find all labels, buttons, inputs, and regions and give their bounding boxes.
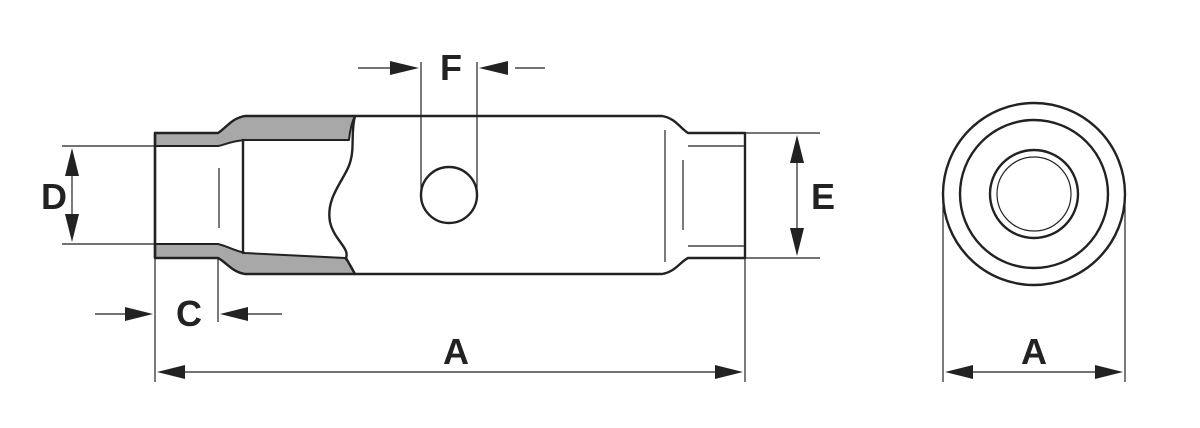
end-view-dimensions: A [942,194,1126,382]
end-outer-circle [941,101,1127,287]
end-bore-circle [988,148,1080,240]
end-sleeve-circle [958,118,1110,270]
end-bore-inner-circle [996,156,1072,232]
c-arrow-left [125,307,153,321]
a-end-arrow-right [1095,365,1123,379]
a-end-arrow-left [945,365,973,379]
a-side-arrow-right [715,365,743,379]
cutaway-break-line [328,114,357,276]
f-label: F [440,47,462,88]
e-arrow-top [790,135,804,163]
side-view-dimensions: F D E C A [41,47,835,382]
f-arrow-right [479,61,508,75]
c-label: C [176,293,202,334]
side-view [153,114,747,276]
sleeve-top [154,115,356,147]
a-end-label: A [1021,331,1047,372]
inspection-hole [419,165,479,225]
e-arrow-bottom [790,228,804,256]
f-arrow-left [390,61,419,75]
d-arrow-top [65,148,79,176]
c-arrow-right [220,307,248,321]
d-arrow-bottom [65,214,79,242]
e-label: E [811,176,835,217]
d-label: D [41,176,67,217]
end-view [941,101,1127,287]
a-side-label: A [443,331,469,372]
a-side-arrow-left [157,365,185,379]
